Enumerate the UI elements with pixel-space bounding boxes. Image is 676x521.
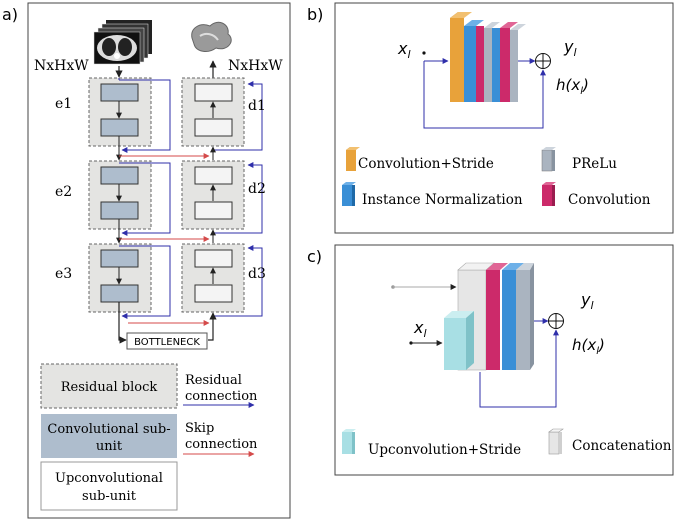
encoder-block-e2 (88, 160, 171, 236)
panel-c-input-x-sub: l (423, 327, 426, 340)
legend-conv-subunit-swatch (41, 414, 177, 458)
panel-c-h-sub: l (596, 346, 599, 357)
legend-upconv-stride-label: Upconvolution+Stride (368, 442, 521, 458)
legend-skip-connection-line1: Skip (185, 421, 214, 436)
output-dims-label: NxHxW (228, 58, 283, 74)
panel-c-label: c) (307, 247, 322, 266)
legend-skip-connection-line2: connection (185, 437, 258, 452)
panel-c-input-x: xl (413, 318, 427, 340)
legend-convolution-label: Convolution (568, 192, 651, 208)
legend-conv-stride-icon (346, 147, 360, 171)
legend-upconv-subunit-line1: Upconvolutional (55, 471, 163, 486)
decoder-block-d2 (181, 160, 263, 234)
upconv-unit-layer-stack (444, 262, 534, 371)
panel-c-h-label: h(xl) (572, 336, 605, 357)
panel-b-output-y: yl (563, 37, 577, 59)
panel-b-label: b) (307, 5, 323, 24)
panel-b-h-main: h(x (556, 76, 580, 94)
encoder-label-e3: e3 (55, 266, 72, 282)
panel-c-sum-node (548, 313, 564, 329)
legend-conv-subunit-line1: Convolutional sub- (47, 422, 170, 437)
legend-residual-block-label: Residual block (61, 380, 158, 395)
panel-c-output-y-sub: l (590, 299, 593, 312)
legend-conv-stride-label: Convolution+Stride (358, 156, 494, 172)
decoder-label-d1: d1 (248, 98, 266, 114)
panel-c-h-close: ) (598, 336, 605, 354)
legend-upconv-subunit-swatch (40, 461, 178, 511)
panel-b: b) xl (307, 2, 674, 234)
bottleneck-label: BOTTLENECK (134, 337, 200, 348)
panel-c-output-y-main: y (580, 290, 591, 309)
panel-a-label: a) (2, 5, 18, 24)
legend-instance-norm-label: Instance Normalization (362, 192, 523, 208)
legend-prelu-label: PReLu (572, 156, 617, 172)
decoder-block-d1 (181, 77, 263, 152)
panel-c-input-x-main: x (413, 318, 424, 337)
legend-residual-connection-line1: Residual (185, 373, 242, 388)
encoder-block-e3 (88, 243, 171, 319)
panel-c: c) xl (307, 244, 674, 476)
panel-b-h-sub: l (580, 86, 583, 97)
legend-prelu-icon (541, 147, 556, 172)
panel-a: a) NxHxW NxHxW (2, 2, 291, 519)
panel-c-h-main: h(x (572, 336, 596, 354)
panel-b-input-x: xl (397, 39, 411, 61)
decoder-label-d3: d3 (248, 266, 266, 282)
decoder-block-d3 (181, 243, 263, 317)
legend-conv-subunit-line2: unit (96, 439, 123, 454)
legend-instance-norm-icon (342, 182, 356, 206)
legend-concatenation-icon (548, 428, 564, 455)
decoder-label-d2: d2 (248, 181, 266, 197)
panel-b-sum-node (535, 53, 551, 69)
panel-b-h-label: h(xl) (556, 76, 589, 97)
panel-c-output-y: yl (580, 290, 594, 312)
bottleneck-box (126, 332, 208, 350)
legend-concatenation-label: Concatenation (572, 438, 672, 454)
panel-b-output-y-sub: l (573, 46, 576, 59)
panel-b-input-x-main: x (397, 39, 408, 58)
legend-upconv-stride-icon (342, 429, 356, 454)
residual-unit-layer-stack (450, 12, 526, 102)
panel-b-h-close: ) (582, 76, 589, 94)
organ-3d-render-image (191, 21, 232, 52)
ct-scan-stack-image (93, 20, 152, 65)
encoder-label-e2: e2 (55, 184, 72, 200)
legend-residual-connection-line2: connection (185, 389, 258, 404)
legend-upconv-subunit-line2: sub-unit (82, 489, 137, 504)
legend-convolution-icon (542, 182, 556, 206)
panel-b-input-x-sub: l (407, 48, 410, 61)
legend-residual-block-swatch (40, 363, 178, 409)
panel-b-output-y-main: y (563, 37, 574, 56)
encoder-label-e1: e1 (55, 96, 72, 112)
input-dims-label: NxHxW (34, 58, 89, 74)
encoder-block-e1 (88, 77, 171, 150)
